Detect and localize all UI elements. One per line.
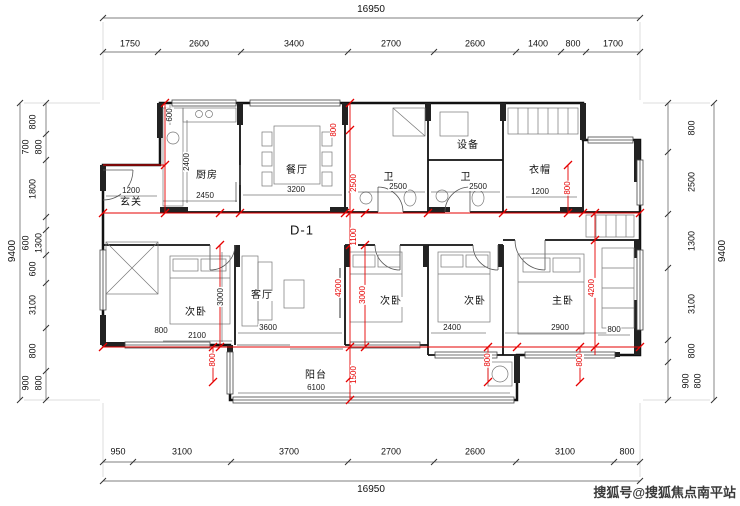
dimension-total-left: 9400 — [7, 239, 18, 263]
dim-label: 1400 — [527, 38, 549, 49]
dim-label: 1300 — [686, 230, 697, 252]
dimension-total-top: 16950 — [357, 4, 385, 15]
dim-label: 2500 — [686, 171, 697, 193]
dim-label: 2600 — [188, 38, 210, 49]
dim-label: 800 — [208, 352, 217, 368]
room-label: 厨房 — [195, 170, 219, 181]
dim-label: 1300 — [33, 232, 44, 254]
room-label: 玄关 — [119, 197, 143, 208]
dim-label: 600 — [165, 107, 174, 123]
dim-label: 600 — [20, 235, 31, 251]
dim-label: 800 — [619, 446, 635, 457]
room-label: 设备 — [456, 140, 480, 151]
dim-label: 700 — [20, 139, 31, 155]
red-dim-ticks — [98, 98, 645, 405]
dim-label: 4200 — [334, 278, 343, 298]
dim-label: 2900 — [550, 323, 570, 332]
dim-label: 800 — [27, 114, 38, 130]
dim-label: 2500 — [349, 173, 358, 193]
dim-label: 900 — [20, 375, 31, 391]
dim-label: 800 — [563, 180, 572, 196]
dim-label: 3000 — [216, 287, 225, 307]
dim-label: 1500 — [349, 365, 358, 385]
room-label: 衣帽 — [528, 165, 552, 176]
dim-label: 3100 — [686, 293, 697, 315]
dim-label: 800 — [483, 352, 492, 368]
room-label: 卫 — [459, 172, 473, 183]
extension-guides — [24, 22, 710, 477]
dim-label: 2700 — [380, 38, 402, 49]
dim-label: 950 — [110, 446, 126, 457]
dim-label: 600 — [27, 261, 38, 277]
dim-label: 2450 — [195, 191, 215, 200]
unit-type-label: D-1 — [288, 222, 316, 238]
dim-label: 800 — [606, 325, 622, 334]
dim-label: 2500 — [388, 182, 408, 191]
dim-label: 800 — [153, 326, 169, 335]
dim-label: 2400 — [442, 323, 462, 332]
room-label: 次卧 — [184, 307, 208, 318]
room-label: 次卧 — [463, 296, 487, 307]
dim-label: 2500 — [468, 182, 488, 191]
dim-label: 1100 — [349, 227, 358, 247]
dim-label: 3600 — [258, 323, 278, 332]
dim-label: 3100 — [171, 446, 193, 457]
dim-label: 3000 — [358, 285, 367, 305]
dim-label: 2600 — [464, 446, 486, 457]
room-label: 卫 — [382, 172, 396, 183]
dim-label: 3100 — [27, 294, 38, 316]
dim-label: 2100 — [187, 331, 207, 340]
dim-label: 1200 — [121, 186, 141, 195]
dim-label: 800 — [692, 373, 703, 389]
dim-label: 800 — [33, 139, 44, 155]
dim-label: 3100 — [554, 446, 576, 457]
dim-label: 800 — [686, 120, 697, 136]
dim-label: 3200 — [286, 185, 306, 194]
dim-label: 2600 — [464, 38, 486, 49]
dim-label: 800 — [565, 38, 581, 49]
room-label: 主卧 — [551, 296, 575, 307]
dim-label: 800 — [575, 352, 584, 368]
dimension-chain-ticks — [16, 14, 718, 485]
room-label: 阳台 — [304, 370, 328, 381]
furniture — [105, 107, 635, 387]
dimension-total-bottom: 16950 — [357, 484, 385, 495]
dim-label: 3700 — [278, 446, 300, 457]
watermark-text: 搜狐号@搜狐焦点南平站 — [593, 485, 736, 500]
dim-label: 800 — [33, 375, 44, 391]
dim-label: 1200 — [530, 187, 550, 196]
dim-label: 1750 — [119, 38, 141, 49]
room-label: 客厅 — [250, 290, 274, 301]
room-label: 次卧 — [379, 296, 403, 307]
dimension-total-right: 9400 — [717, 239, 728, 263]
dimension-chain-lines — [19, 17, 715, 482]
windows — [99, 99, 644, 404]
dim-label: 6100 — [306, 383, 326, 392]
dim-label: 2400 — [182, 152, 191, 172]
room-label: 餐厅 — [285, 165, 309, 176]
dim-label: 1700 — [602, 38, 624, 49]
dim-label: 1800 — [27, 178, 38, 200]
dim-label: 4200 — [587, 278, 596, 298]
dim-label: 800 — [27, 343, 38, 359]
dim-label: 2700 — [380, 446, 402, 457]
dim-label: 3400 — [283, 38, 305, 49]
dim-label: 800 — [686, 343, 697, 359]
dim-label: 800 — [329, 122, 338, 138]
dim-label: 900 — [680, 373, 691, 389]
